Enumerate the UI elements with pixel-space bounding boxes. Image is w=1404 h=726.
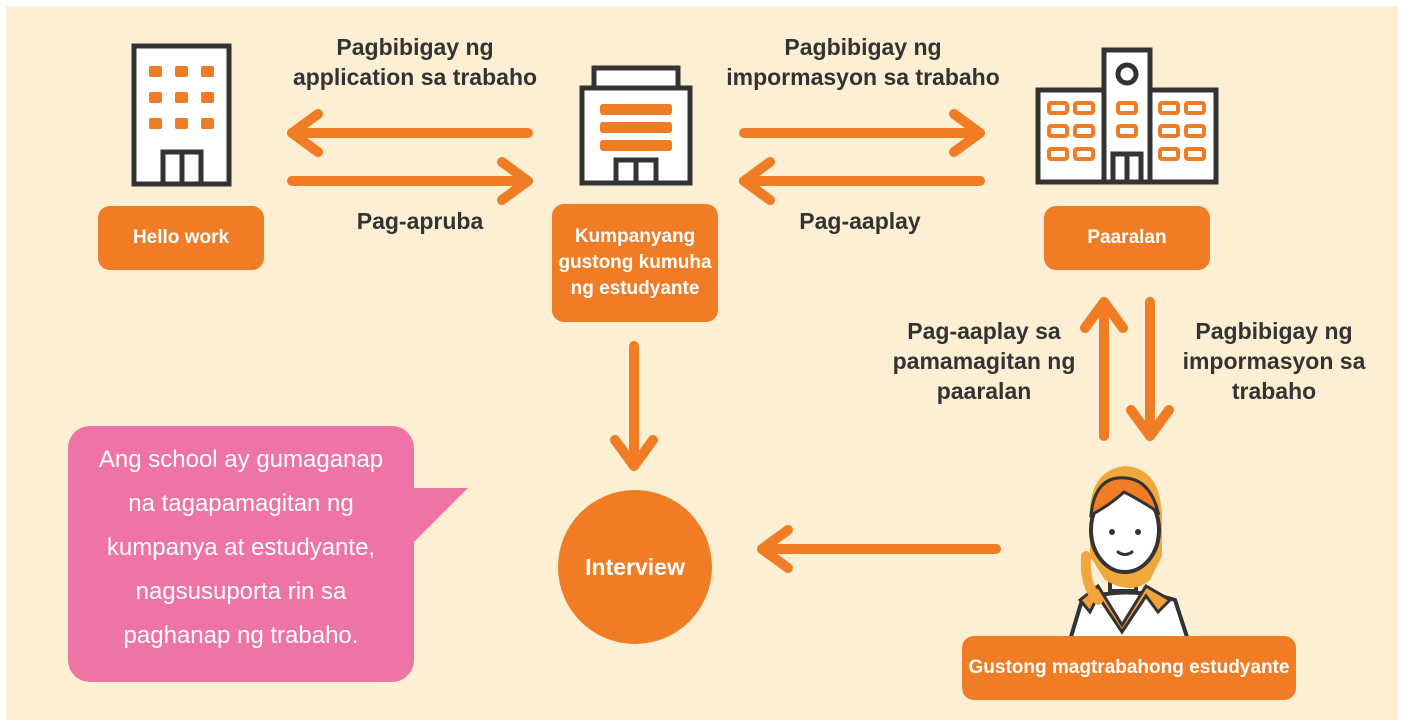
edge-label-school-to-company: Pag-aaplay	[799, 208, 921, 234]
student-avatar-icon	[1067, 466, 1191, 640]
info-note-text: Ang school ay gumaganap na tagapamagitan…	[98, 446, 384, 649]
edge-label-school-to-student: Pagbibigay ng impormasyon sa trabaho	[1182, 318, 1366, 404]
interview-node: Interview	[558, 490, 712, 644]
arrow-school-to-student	[1126, 297, 1174, 441]
arrow-student-to-interview	[757, 525, 1001, 573]
arrow-company-to-school	[739, 109, 985, 157]
edge-label-company-to-school: Pagbibigay ng impormasyon sa trabaho	[726, 34, 1000, 90]
arrow-hellowork-to-company	[287, 157, 533, 205]
school-label: Paaralan	[1044, 206, 1210, 270]
interview-label: Interview	[585, 553, 685, 580]
note-pointer	[410, 488, 468, 546]
arrow-company-to-hellowork	[287, 109, 533, 157]
student-label: Gustong magtrabahong estudyante	[962, 636, 1296, 700]
office-building-icon	[131, 43, 232, 187]
edge-label-hellowork-to-company: Pag-apruba	[356, 208, 484, 234]
info-note	[68, 426, 414, 682]
company-label: Kumpanyang gustong kumuha ng estudyante	[552, 204, 718, 322]
arrow-company-to-interview	[610, 341, 658, 471]
hello-work-label: Hello work	[98, 206, 264, 270]
arrow-student-to-school	[1080, 297, 1128, 441]
edge-label-company-to-hellowork: Pagbibigay ng application sa trabaho	[292, 34, 538, 90]
arrow-school-to-company	[739, 157, 985, 205]
school-building-icon	[1035, 47, 1219, 185]
edge-label-student-to-school: Pag-aaplay sa pamamagitan ng paaralan	[892, 318, 1076, 404]
company-building-icon	[579, 65, 693, 186]
